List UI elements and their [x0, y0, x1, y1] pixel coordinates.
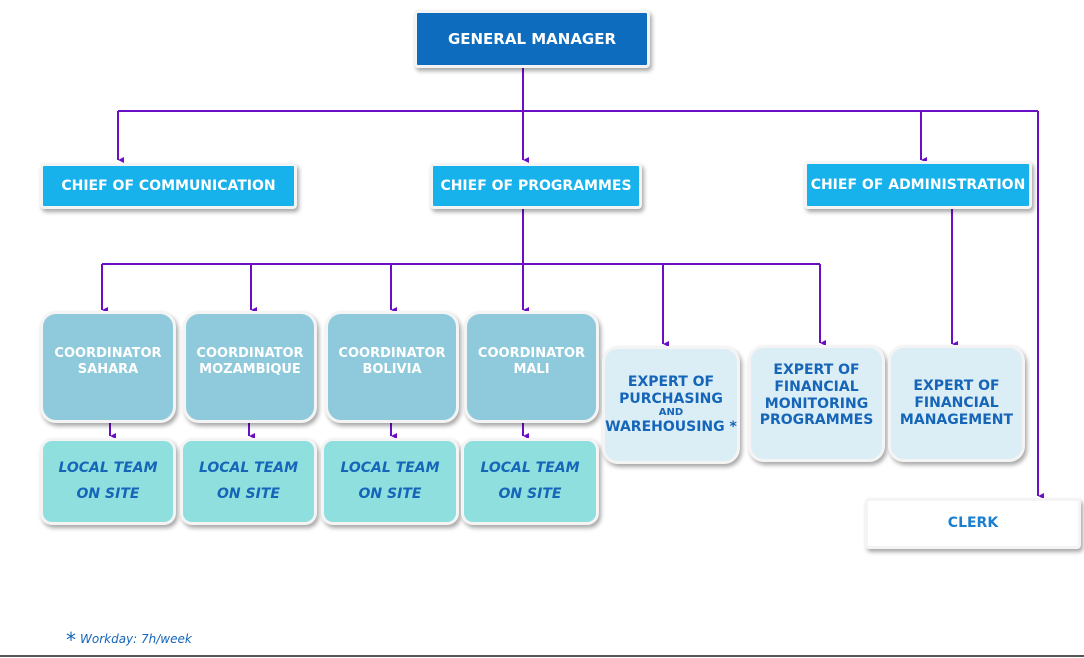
expert-label: EXPERT OF [913, 378, 1000, 395]
expert-label: MANAGEMENT [899, 411, 1014, 428]
local-team-label: LOCAL TEAM [480, 460, 580, 477]
local-team-sublabel: ON SITE [358, 485, 422, 502]
bottom-divider [0, 655, 1084, 657]
coordinator-label: COORDINATOR [54, 346, 162, 361]
coordinator-region: BOLIVIA [362, 361, 422, 377]
expert-label: WAREHOUSING * [605, 419, 737, 436]
chief-administration-box: CHIEF OF ADMINISTRATION [804, 161, 1032, 209]
coordinator-region: SAHARA [77, 361, 139, 377]
local-team-bolivia-box: LOCAL TEAM ON SITE [321, 438, 459, 525]
footnote-text: Workday: 7h/week [80, 632, 192, 646]
expert-label: AND [658, 407, 684, 419]
chief-administration-label: CHIEF OF ADMINISTRATION [810, 176, 1026, 193]
expert-label: FINANCIAL [774, 378, 859, 395]
clerk-box: CLERK [865, 498, 1081, 549]
expert-label: FINANCIAL [914, 395, 999, 412]
coordinator-region: MOZAMBIQUE [199, 361, 301, 377]
local-team-label: LOCAL TEAM [340, 460, 440, 477]
clerk-label: CLERK [947, 515, 999, 532]
coordinator-label: COORDINATOR [477, 346, 586, 361]
chief-communication-box: CHIEF OF COMMUNICATION [40, 163, 297, 209]
local-team-sahara-box: LOCAL TEAM ON SITE [40, 438, 176, 525]
local-team-sublabel: ON SITE [498, 485, 562, 502]
expert-label: PROGRAMMES [759, 412, 874, 429]
coordinator-label: COORDINATOR [196, 346, 304, 361]
general-manager-box: GENERAL MANAGER [414, 10, 650, 68]
general-manager-label: GENERAL MANAGER [447, 30, 617, 48]
local-team-mali-box: LOCAL TEAM ON SITE [461, 438, 599, 525]
local-team-label: LOCAL TEAM [198, 460, 299, 477]
local-team-sublabel: ON SITE [76, 485, 140, 502]
chief-programmes-label: CHIEF OF PROGRAMMES [440, 177, 632, 194]
chief-programmes-box: CHIEF OF PROGRAMMES [430, 163, 642, 209]
chief-communication-label: CHIEF OF COMMUNICATION [61, 177, 276, 194]
coordinator-region: MALI [513, 361, 550, 377]
coordinator-label: COORDINATOR [338, 346, 446, 361]
local-team-mozambique-box: LOCAL TEAM ON SITE [180, 438, 317, 525]
expert-label: PURCHASING [619, 390, 723, 407]
footnote: * Workday: 7h/week [66, 628, 192, 652]
local-team-sublabel: ON SITE [217, 485, 280, 502]
expert-label: EXPERT OF [627, 373, 715, 390]
footnote-mark: * [66, 628, 76, 652]
expert-label: EXPERT OF [773, 362, 860, 378]
expert-label: MONITORING [764, 395, 869, 412]
local-team-label: LOCAL TEAM [58, 460, 158, 477]
